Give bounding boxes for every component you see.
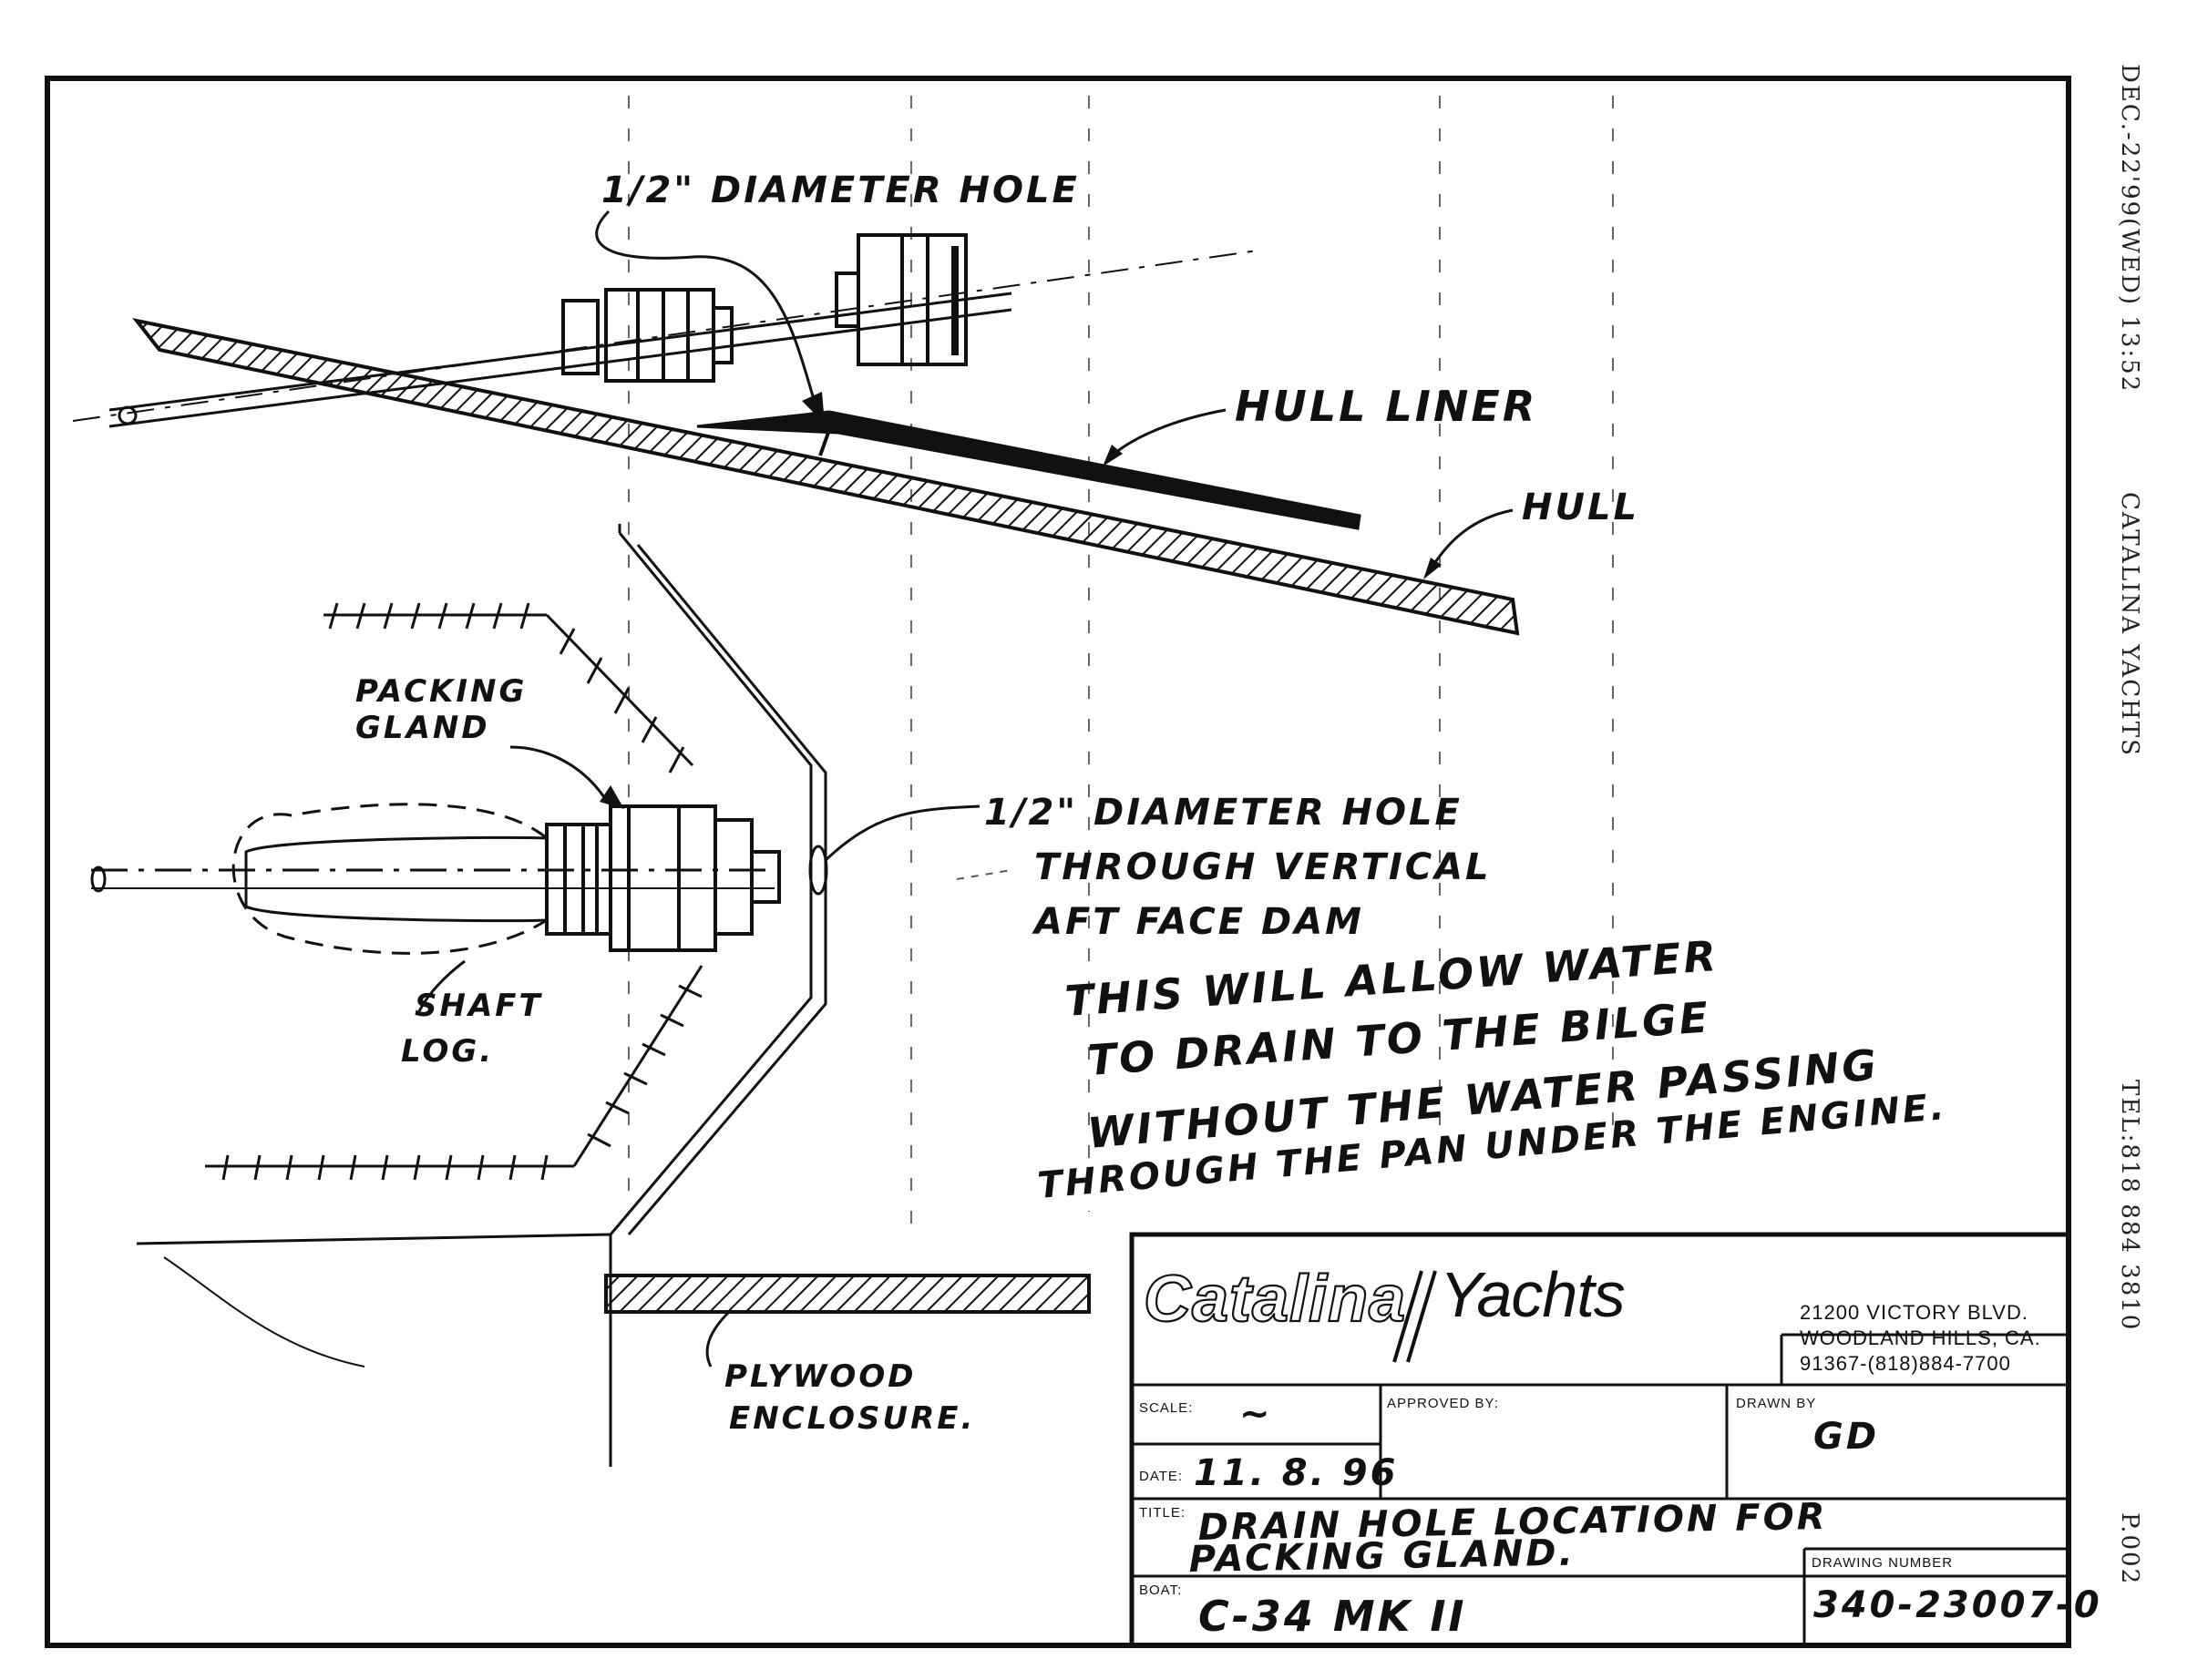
- drawing-number-label: DRAWING NUMBER: [1812, 1555, 1953, 1571]
- shaft-log-label-2: LOG.: [401, 1033, 494, 1070]
- hull-liner-shape: [696, 410, 1361, 530]
- shaft-coupling: [835, 233, 968, 366]
- logo-yachts: Yachts: [1440, 1259, 1625, 1330]
- plywood-label-1: PLYWOOD: [724, 1358, 916, 1395]
- hull-liner-leader: [1105, 408, 1227, 462]
- fax-date: DEC.-22'99(WED) 13:52: [2116, 64, 2143, 394]
- packing-gland-label-2: GLAND: [355, 710, 490, 746]
- date-value: 11. 8. 96: [1194, 1452, 1398, 1494]
- scale-label: SCALE:: [1139, 1400, 1193, 1416]
- boat-value: C-34 MK II: [1198, 1592, 1467, 1641]
- packing-gland-lower: [545, 804, 781, 952]
- approved-label: APPROVED BY:: [1387, 1396, 1499, 1411]
- hole-top-label: 1/2" DIAMETER HOLE: [601, 169, 1080, 211]
- plywood-label-2: ENCLOSURE.: [729, 1400, 975, 1437]
- address-line-3: 91367-(818)884-7700: [1800, 1352, 2011, 1375]
- packing-gland-upper: [561, 288, 734, 383]
- packing-gland-detail: [90, 524, 1091, 1467]
- address-line-2: WOODLAND HILLS, CA.: [1800, 1327, 2041, 1349]
- scale-value: ~: [1239, 1393, 1273, 1435]
- shaft-log-leader: [417, 959, 466, 1012]
- fax-tel: TEL:818 884 3810: [2116, 1080, 2143, 1332]
- hatch-ticks: [221, 602, 703, 1181]
- plywood-enclosure: [604, 1274, 1091, 1314]
- shaft-lower-line: [108, 308, 1012, 428]
- hull-leader: [1427, 508, 1514, 573]
- hole-side-label-3: AFT FACE DAM: [1032, 901, 1364, 943]
- boat-label: BOAT:: [1139, 1583, 1182, 1598]
- hull-liner-label: HULL LINER: [1235, 382, 1537, 431]
- dam-inner: [627, 544, 827, 1235]
- drawing-number-value: 340-23007-0: [1813, 1584, 2102, 1626]
- hole-side-label-1: 1/2" DIAMETER HOLE: [984, 792, 1463, 834]
- packing-gland-leader: [509, 745, 608, 801]
- logo-slashes: [1392, 1270, 1437, 1363]
- fax-page: P.002: [2116, 1512, 2143, 1586]
- shaft-log-outline: [231, 803, 548, 955]
- hole-side-leader: [823, 804, 981, 863]
- hull-shape: [132, 317, 1520, 636]
- title-value-2: PACKING GLAND.: [1188, 1532, 1576, 1581]
- shaft-centreline: [72, 250, 1258, 422]
- drawn-label: DRAWN BY: [1736, 1396, 1816, 1411]
- hull-label: HULL: [1522, 487, 1639, 528]
- hull-section-detail: [72, 210, 1520, 636]
- logo-catalina: Catalina: [1144, 1263, 1406, 1336]
- packing-gland-label-1: PACKING: [355, 673, 527, 710]
- title-block: [1129, 1232, 2071, 1648]
- hole-top-leader: [595, 210, 817, 406]
- drawing-border: [45, 76, 2071, 1648]
- title-label: TITLE:: [1139, 1505, 1186, 1521]
- dam-drain-hole: [808, 845, 828, 896]
- fax-company: CATALINA YACHTS: [2116, 492, 2143, 757]
- construction-lines: [628, 96, 1614, 1230]
- shaft-log-label-1: SHAFT: [415, 988, 543, 1024]
- date-label: DATE:: [1139, 1469, 1183, 1484]
- drawn-value: GD: [1813, 1416, 1879, 1458]
- address-line-1: 21200 VICTORY BLVD.: [1800, 1301, 2028, 1324]
- hole-side-label-2: THROUGH VERTICAL: [1034, 846, 1492, 888]
